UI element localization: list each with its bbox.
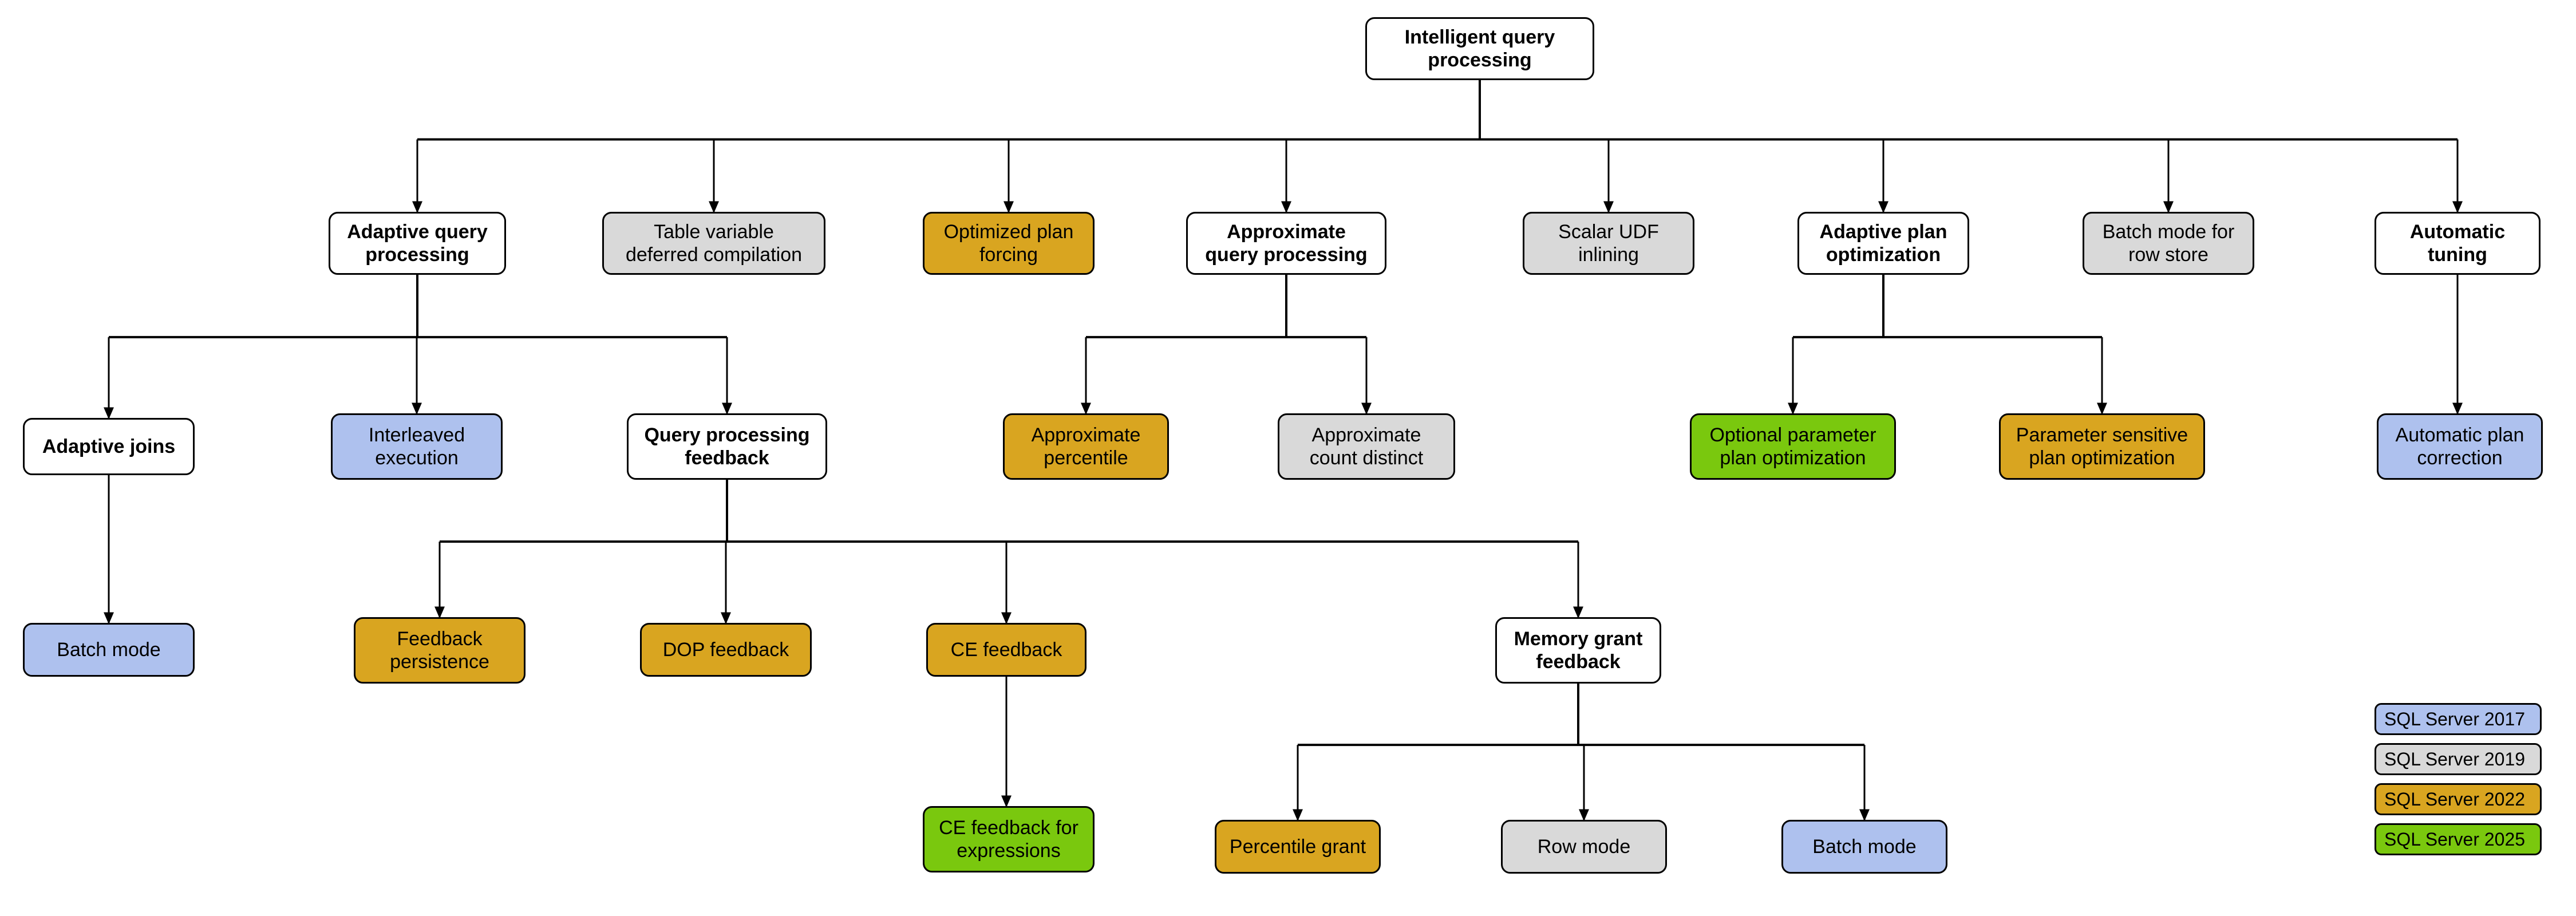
legend-item-sql-server-2017[interactable]: SQL Server 2017 <box>2374 703 2542 735</box>
legend-item-sql-server-2019[interactable]: SQL Server 2019 <box>2374 743 2542 775</box>
node-label: Query processing feedback <box>644 424 810 469</box>
node-label: Batch mode for row store <box>2102 220 2235 266</box>
node-label: Parameter sensitive plan optimization <box>2016 424 2188 469</box>
node-pctgrant[interactable]: Percentile grant <box>1215 820 1381 874</box>
node-label: Row mode <box>1537 835 1631 858</box>
node-iexec[interactable]: Interleaved execution <box>331 413 503 480</box>
node-label: CE feedback for expressions <box>939 816 1078 862</box>
node-label: Batch mode <box>1812 835 1917 858</box>
node-qpf[interactable]: Query processing feedback <box>627 413 827 480</box>
node-label: Feedback persistence <box>390 627 489 673</box>
node-apxcd[interactable]: Approximate count distinct <box>1278 413 1455 480</box>
node-label: Optimized plan forcing <box>943 220 1074 266</box>
legend-item-sql-server-2022[interactable]: SQL Server 2022 <box>2374 783 2542 815</box>
legend-item-sql-server-2025[interactable]: SQL Server 2025 <box>2374 823 2542 855</box>
node-label: Optional parameter plan optimization <box>1709 424 1876 469</box>
node-label: Adaptive plan optimization <box>1819 220 1947 266</box>
node-label: Intelligent query processing <box>1404 26 1555 71</box>
node-cefbexpr[interactable]: CE feedback for expressions <box>923 806 1095 872</box>
node-label: Approximate query processing <box>1205 220 1368 266</box>
legend-item-label: SQL Server 2025 <box>2384 828 2526 850</box>
node-mgf[interactable]: Memory grant feedback <box>1495 617 1661 684</box>
node-bmode1[interactable]: Batch mode <box>23 623 195 677</box>
node-dopfb[interactable]: DOP feedback <box>640 623 812 677</box>
node-label: Batch mode <box>57 638 161 661</box>
node-label: Memory grant feedback <box>1514 627 1643 673</box>
node-apxqp[interactable]: Approximate query processing <box>1186 212 1386 275</box>
node-aqp[interactable]: Adaptive query processing <box>329 212 506 275</box>
legend-item-label: SQL Server 2019 <box>2384 748 2526 769</box>
node-oppo[interactable]: Optional parameter plan optimization <box>1690 413 1896 480</box>
node-label: Automatic tuning <box>2409 220 2506 266</box>
node-label: Adaptive query processing <box>347 220 488 266</box>
node-apo[interactable]: Adaptive plan optimization <box>1797 212 1969 275</box>
node-label: Table variable deferred compilation <box>625 220 803 266</box>
legend-item-label: SQL Server 2017 <box>2384 708 2526 729</box>
node-label: Percentile grant <box>1229 835 1366 858</box>
node-label: DOP feedback <box>662 638 789 661</box>
node-bmrs[interactable]: Batch mode for row store <box>2083 212 2254 275</box>
node-label: Adaptive joins <box>42 435 176 457</box>
node-opf[interactable]: Optimized plan forcing <box>923 212 1095 275</box>
node-ajoins[interactable]: Adaptive joins <box>23 418 195 475</box>
node-label: Approximate percentile <box>1031 424 1141 469</box>
node-label: CE feedback <box>950 638 1062 661</box>
node-rowmode[interactable]: Row mode <box>1501 820 1667 874</box>
node-label: Interleaved execution <box>368 424 465 469</box>
node-root[interactable]: Intelligent query processing <box>1365 17 1594 80</box>
node-label: Approximate count distinct <box>1309 424 1424 469</box>
node-apc[interactable]: Automatic plan correction <box>2377 413 2543 480</box>
node-cefb[interactable]: CE feedback <box>926 623 1086 677</box>
node-pspo[interactable]: Parameter sensitive plan optimization <box>1999 413 2205 480</box>
node-at[interactable]: Automatic tuning <box>2374 212 2541 275</box>
node-tvdc[interactable]: Table variable deferred compilation <box>602 212 825 275</box>
node-bmode2[interactable]: Batch mode <box>1781 820 1947 874</box>
node-apxpct[interactable]: Approximate percentile <box>1003 413 1169 480</box>
node-fbpersist[interactable]: Feedback persistence <box>354 617 526 684</box>
legend-item-label: SQL Server 2022 <box>2384 788 2526 810</box>
node-label: Automatic plan correction <box>2395 424 2524 469</box>
node-label: Scalar UDF inlining <box>1558 220 1659 266</box>
node-sudf[interactable]: Scalar UDF inlining <box>1523 212 1694 275</box>
